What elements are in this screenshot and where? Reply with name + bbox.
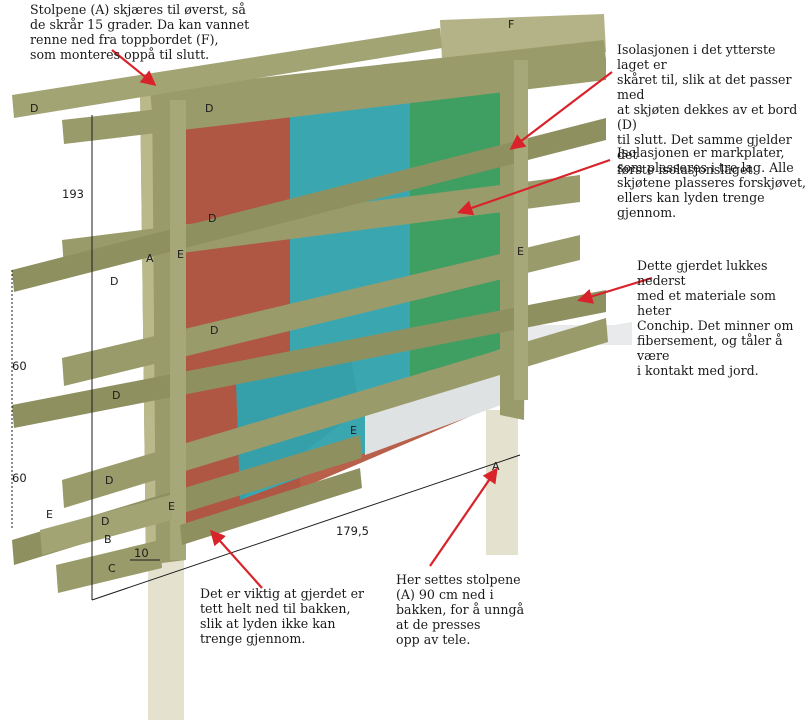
label-d-2: D	[205, 102, 213, 115]
label-d-3: D	[208, 212, 216, 225]
batten-e-right	[514, 60, 528, 400]
note-bottom-left: Det er viktig at gjerdet er tett helt ne…	[200, 586, 365, 646]
label-c: C	[108, 562, 116, 575]
label-d-8: D	[101, 515, 109, 528]
annotation-arrows	[111, 49, 653, 589]
note-top-right: Isolasjonen i det ytterste laget er skår…	[617, 42, 798, 177]
label-f: F	[508, 18, 514, 31]
label-a-2: A	[492, 460, 500, 473]
label-d-4: D	[110, 275, 118, 288]
label-d-5: D	[210, 324, 218, 337]
dim-height: 193	[62, 187, 84, 201]
label-e-3: E	[350, 424, 357, 437]
dim-spacing-lower: 60	[12, 471, 27, 485]
label-e-5: E	[168, 500, 175, 513]
dimension-lines	[11, 115, 521, 601]
dim-width: 179,5	[336, 524, 369, 538]
note-mid-right: Isolasjonen er markplater, som plasseres…	[617, 145, 807, 220]
label-e-1: E	[177, 248, 184, 261]
batten-e-left	[170, 100, 186, 560]
label-e-2: E	[517, 245, 524, 258]
dim-thickness: 10	[134, 546, 149, 560]
label-d-1: D	[30, 102, 38, 115]
note-bottom-center: Her settes stolpene (A) 90 cm ned i bakk…	[396, 572, 525, 647]
note-lower-right: Dette gjerdet lukkes nederst med et mate…	[637, 258, 794, 378]
label-d-7: D	[105, 474, 113, 487]
label-d-6: D	[112, 389, 120, 402]
board-c	[56, 540, 162, 593]
board-b	[40, 495, 172, 555]
label-a-1: A	[146, 252, 154, 265]
post-a-ground-left	[148, 540, 184, 720]
dim-spacing-upper: 60	[12, 359, 27, 373]
label-b: B	[104, 533, 112, 546]
post-a-ground-right	[486, 410, 518, 555]
note-top-left: Stolpene (A) skjæres til øverst, så de s…	[30, 2, 250, 62]
label-e-4: E	[46, 508, 53, 521]
